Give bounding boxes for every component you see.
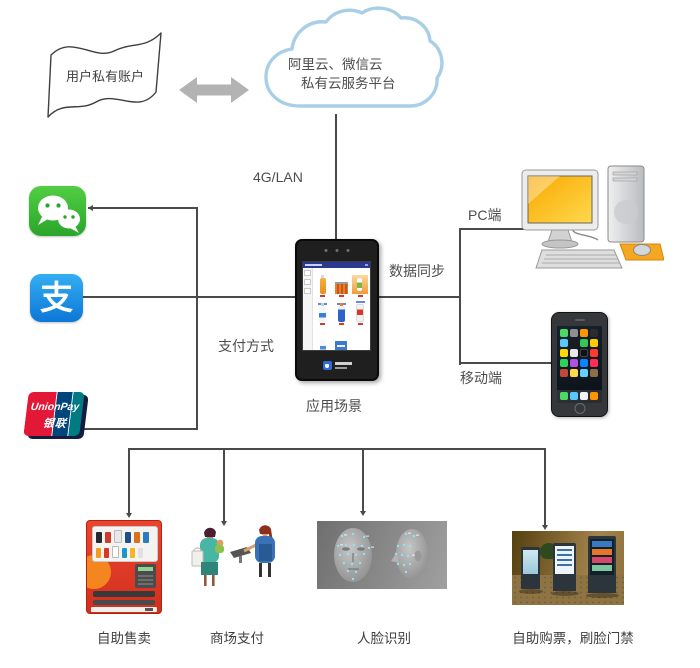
alipay-glyph: 支 bbox=[40, 278, 73, 316]
vending-base bbox=[91, 607, 157, 612]
product-tile bbox=[333, 326, 351, 350]
unionpay-cn-text: 银联 bbox=[42, 418, 68, 430]
arrowhead-icon bbox=[88, 205, 93, 211]
vending-window bbox=[92, 526, 158, 562]
drop-face-line bbox=[362, 448, 364, 512]
brand-logo-wordmark bbox=[334, 362, 352, 369]
self-service-kiosk-device bbox=[295, 239, 379, 381]
vending-slot bbox=[93, 591, 155, 597]
wechat-line bbox=[88, 207, 198, 209]
cloud-shape bbox=[264, 6, 444, 108]
phone-speaker bbox=[574, 319, 585, 321]
pc-label: PC端 bbox=[468, 207, 502, 223]
arrowhead-icon bbox=[221, 521, 227, 526]
phone-screen bbox=[557, 326, 602, 403]
user-account-label: 用户私有账户 bbox=[65, 69, 144, 84]
unionpay-brand-text: UnionPay bbox=[30, 401, 80, 413]
screen-product-grid bbox=[313, 268, 370, 350]
ticket-kiosk-image bbox=[512, 531, 624, 605]
screen-category-sidebar bbox=[303, 268, 313, 350]
arrowhead-icon bbox=[360, 511, 366, 516]
phone-app-grid bbox=[557, 326, 602, 380]
product-tile bbox=[351, 270, 369, 297]
drop-kiosk-line bbox=[544, 448, 546, 526]
vending-machine-image bbox=[86, 520, 162, 614]
scenario-label-mall: 商场支付 bbox=[210, 631, 264, 646]
data-sync-label: 数据同步 bbox=[389, 263, 445, 279]
pc-line bbox=[459, 228, 546, 230]
double-arrow-icon bbox=[179, 77, 249, 103]
cloud-label-line2: 私有云服务平台 bbox=[301, 76, 396, 91]
user-account-flag-shape bbox=[47, 32, 162, 118]
payment-bus-line bbox=[196, 207, 198, 430]
payment-method-label: 支付方式 bbox=[218, 338, 274, 354]
scenario-label-face: 人脸识别 bbox=[357, 631, 411, 646]
cloud-label-line1: 阿里云、微信云 bbox=[288, 57, 383, 72]
product-tile bbox=[351, 298, 369, 325]
product-tile bbox=[314, 298, 332, 325]
kiosk-shadow bbox=[586, 593, 619, 598]
network-label: 4G/LAN bbox=[253, 169, 303, 185]
scenario-label-kiosk: 自助购票，刷脸门禁 bbox=[512, 631, 634, 646]
face-models-graphic bbox=[334, 528, 428, 582]
device-sensor-dots bbox=[324, 249, 350, 252]
alipay-icon: 支 bbox=[30, 274, 83, 322]
product-tile bbox=[314, 270, 332, 297]
product-tile bbox=[351, 326, 369, 350]
scenario-rail-line bbox=[128, 448, 546, 450]
drop-vending-line bbox=[128, 448, 130, 514]
wechat-pay-icon bbox=[29, 186, 86, 236]
sync-bus-line bbox=[459, 228, 461, 365]
kiosk-shadow bbox=[519, 589, 543, 594]
phone-dock bbox=[557, 390, 602, 403]
cloud-platform-label: 阿里云、微信云 私有云服务平台 bbox=[288, 55, 396, 93]
device-screen bbox=[302, 261, 371, 351]
device-to-sync-line bbox=[377, 296, 461, 298]
device-brand-logo bbox=[297, 361, 377, 370]
unionpay-line bbox=[83, 428, 198, 430]
face-recognition-image bbox=[317, 521, 447, 589]
phone-home-button bbox=[574, 402, 585, 414]
wechat-bubbles-glyph bbox=[38, 195, 80, 233]
application-scenario-label: 应用场景 bbox=[306, 398, 362, 414]
cloud-to-device-line bbox=[335, 114, 337, 240]
desktop-computer-image bbox=[521, 165, 664, 269]
product-tile bbox=[333, 270, 351, 297]
arrowhead-icon bbox=[126, 513, 132, 518]
smartphone-image bbox=[551, 312, 608, 417]
arrowhead-icon bbox=[542, 525, 548, 530]
scenario-label-vending: 自助售卖 bbox=[97, 631, 151, 646]
signage-kiosk bbox=[588, 536, 616, 593]
screen-titlebar bbox=[303, 262, 370, 268]
brand-logo-icon bbox=[322, 361, 332, 370]
alipay-line bbox=[83, 296, 297, 298]
signage-kiosk bbox=[553, 543, 576, 591]
signage-kiosk bbox=[521, 547, 540, 589]
vending-keypad bbox=[135, 564, 156, 588]
mobile-line bbox=[459, 362, 552, 364]
product-tile bbox=[314, 326, 332, 350]
kiosk-shadow bbox=[551, 591, 579, 596]
product-tile bbox=[333, 298, 351, 325]
vending-slot bbox=[93, 600, 155, 605]
drop-mall-line bbox=[223, 448, 225, 522]
mobile-label: 移动端 bbox=[460, 370, 502, 386]
mall-checkout-image bbox=[191, 525, 275, 586]
unionpay-icon: UnionPay 银联 bbox=[23, 392, 89, 439]
